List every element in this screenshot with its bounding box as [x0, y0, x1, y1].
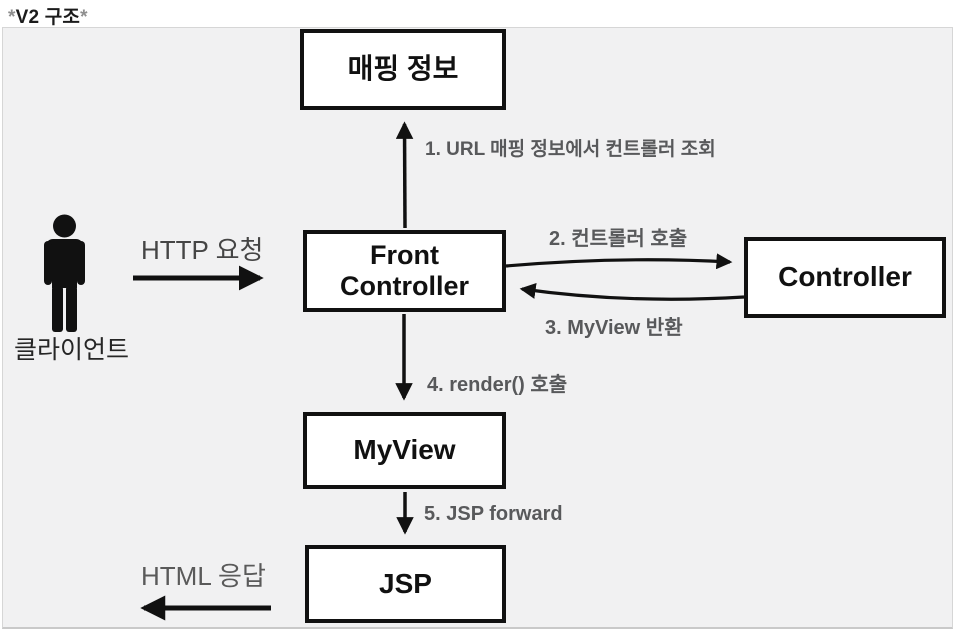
page-title: *V2 구조* [8, 2, 88, 29]
node-jsp-label: JSP [379, 567, 432, 599]
node-mapping-info-label: 매핑 정보 [347, 53, 459, 85]
node-myview: MyView [303, 412, 506, 489]
html-response-label: HTML 응답 [141, 561, 266, 591]
step3-label: 3. MyView 반환 [545, 317, 683, 339]
client-label: 클라이언트 [14, 336, 130, 364]
title-asterisk-right: * [80, 7, 88, 28]
title-asterisk-left: * [8, 7, 16, 28]
node-myview-label: MyView [353, 434, 456, 466]
step4-label: 4. render() 호출 [427, 374, 568, 396]
node-controller-label: Controller [778, 261, 912, 293]
step2-label: 2. 컨트롤러 호출 [549, 228, 688, 250]
node-controller: Controller [744, 237, 946, 318]
node-jsp: JSP [305, 545, 506, 623]
diagram-panel [2, 27, 953, 629]
node-mapping-info: 매핑 정보 [300, 29, 506, 110]
node-front-controller: Front Controller [303, 230, 506, 312]
step5-label: 5. JSP forward [424, 503, 563, 525]
http-request-label: HTTP 요청 [141, 235, 264, 265]
title-text: V2 구조 [15, 7, 81, 28]
node-front-controller-label: Front Controller [339, 239, 469, 301]
step1-label: 1. URL 매핑 정보에서 컨트롤러 조회 [425, 139, 716, 160]
